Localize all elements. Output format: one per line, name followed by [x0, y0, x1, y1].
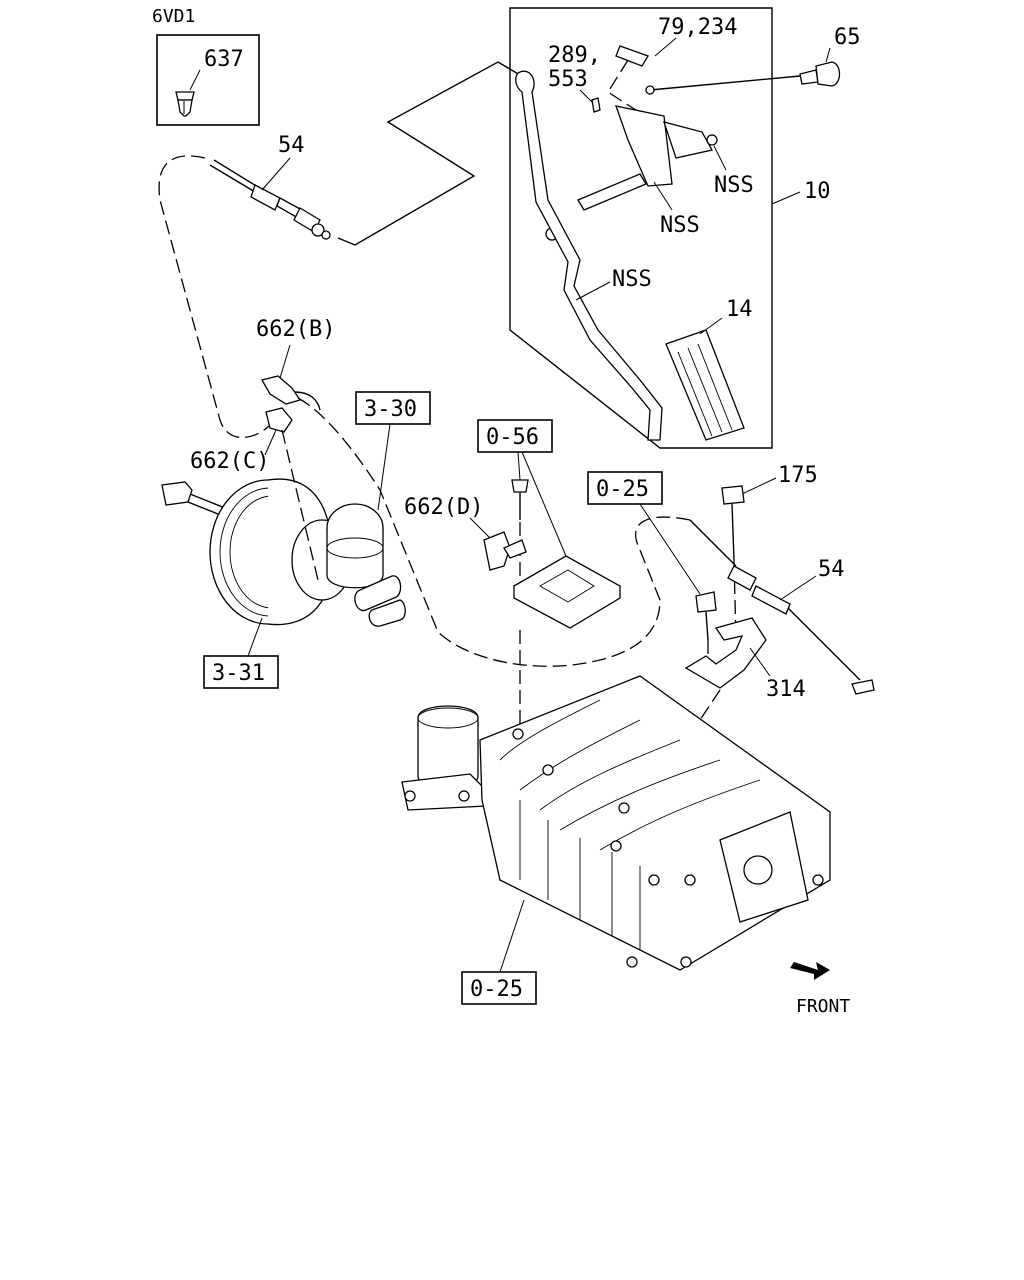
clip-637-part: [175, 91, 195, 117]
pedal-bracket: [615, 105, 673, 187]
ref-3-30-box: [355, 391, 431, 425]
pedal-assembly-frame: [509, 7, 773, 449]
ref-3-30-text: 3-30: [364, 397, 417, 422]
clip-662c: [265, 407, 293, 433]
pin-289-553: [591, 97, 601, 113]
ref-0-25-bottom-text: 0-25: [470, 977, 523, 1002]
callout-662c: 662(C): [190, 449, 269, 474]
clip-637-frame: [156, 34, 260, 126]
callout-637: 637: [204, 47, 244, 72]
switch-79-234: [615, 45, 649, 67]
callout-54-right: 54: [818, 557, 845, 582]
cable-route-booster: [281, 429, 319, 581]
callout-553: 553: [548, 67, 588, 92]
callout-79-234: 79,234: [658, 15, 737, 40]
bolt-175: [721, 485, 745, 505]
ref-3-30-group: 3-30: [355, 391, 431, 511]
control-module-group: 0-56 662(D): [404, 419, 622, 740]
callout-662b: 662(B): [256, 317, 335, 342]
callout-314: 314: [766, 677, 806, 702]
front-arrow-icon: [790, 962, 830, 980]
throttle-cable-left: 54: [158, 61, 521, 438]
ref-3-31-text: 3-31: [212, 661, 265, 686]
ref-3-31-box: [203, 655, 279, 689]
front-indicator: FRONT: [790, 962, 850, 1017]
brake-booster: 3-31: [161, 478, 406, 689]
callout-289: 289,: [548, 43, 601, 68]
model-code: 6VD1: [152, 6, 195, 27]
ref-0-56-box: [477, 419, 553, 453]
bracket-314: [684, 617, 767, 689]
callout-14: 14: [726, 297, 753, 322]
ref-0-25-top-text: 0-25: [596, 477, 649, 502]
front-label: FRONT: [796, 996, 850, 1017]
ref-0-56-text: 0-56: [486, 425, 539, 450]
pedal-arm: [515, 70, 663, 441]
cable-route-main: [297, 397, 691, 667]
callout-nss-2: NSS: [660, 213, 700, 238]
callout-175: 175: [778, 463, 818, 488]
ref-0-25-top-box: [587, 471, 663, 505]
callout-65: 65: [834, 25, 861, 50]
accelerator-pedal-assembly: 79,234 289, 553 65 NSS NSS NSS 14 10: [509, 7, 861, 449]
ref-0-25-bottom-box: [461, 971, 537, 1005]
intake-manifold: 0-25: [401, 675, 831, 1005]
callout-10: 10: [804, 179, 831, 204]
callout-662d: 662(D): [404, 495, 483, 520]
callout-nss-1: NSS: [714, 173, 754, 198]
clip-662b: [261, 375, 302, 405]
bolt-0-25: [695, 591, 717, 613]
clip-637-group: 637: [156, 34, 260, 126]
pedal-pad-14: [665, 329, 745, 441]
bolt-65: [799, 69, 819, 85]
callout-nss-3: NSS: [612, 267, 652, 292]
cable-bracket-group: 0-25 175 54 314: [587, 463, 875, 800]
cable-clips-662: 662(B) 662(C): [190, 317, 335, 474]
callout-54-top: 54: [278, 133, 305, 158]
bolt-ecm: [511, 479, 529, 493]
clip-662d: [483, 531, 511, 571]
